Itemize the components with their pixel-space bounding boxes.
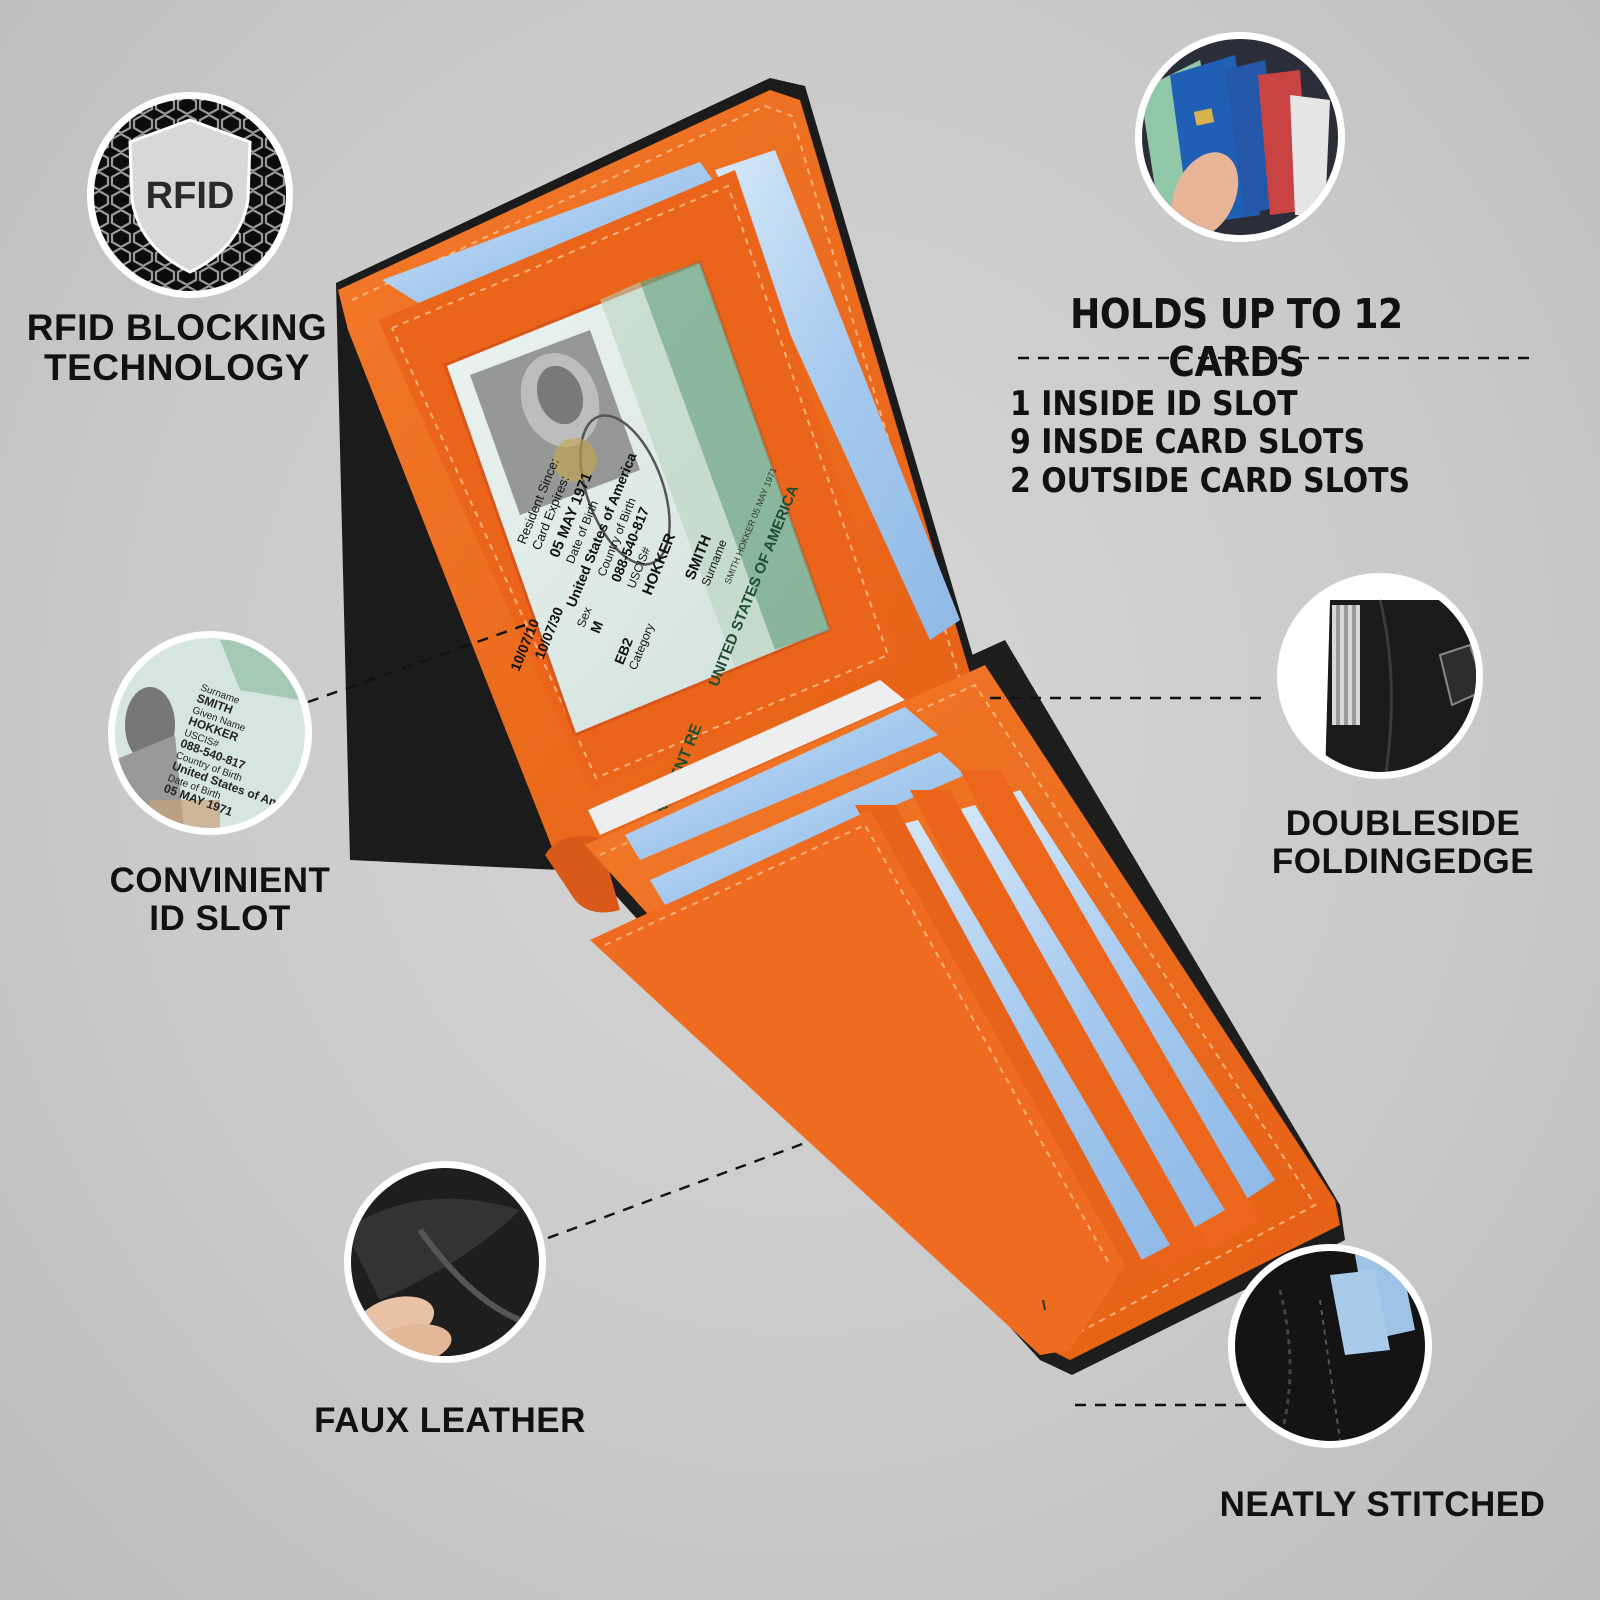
rfid-feature-label: RFID BLOCKING TECHNOLOGY (22, 308, 332, 388)
front-pocket (590, 810, 1125, 1355)
card-slot-pocket-1 (960, 770, 1260, 1250)
rfid-label-line2: TECHNOLOGY (43, 346, 311, 388)
leather-label-text: FAUX LEATHER (314, 1401, 586, 1440)
rfid-badge-text: RFID (146, 175, 235, 217)
wallet: Resident Since: Card Expires: 05 MAY 197… (336, 78, 1345, 1375)
rfid-label-line1: RFID BLOCKING (26, 307, 328, 348)
stitch-label-text: NEATLY STITCHED (1219, 1485, 1546, 1524)
capacity-item: 9 INSDE CARD SLOTS (1010, 422, 1365, 463)
shield-icon (128, 118, 252, 274)
leather-callout-line (547, 1141, 806, 1240)
capacity-list: 1 INSIDE ID SLOT 9 INSDE CARD SLOTS 2 OU… (1010, 384, 1432, 501)
folding-edge-detail-circle (1277, 573, 1483, 779)
leather-detail-circle (344, 1161, 546, 1363)
cards-detail-circle (1135, 32, 1345, 242)
capacity-title: HOLDS UP TO 12 CARDS (1070, 290, 1403, 386)
card-hinge-3 (650, 752, 965, 905)
fold-label-line1: DOUBLESIDE (1285, 804, 1521, 843)
card-hinge-2 (625, 707, 938, 860)
id-slot-label-line1: CONVINIENT (109, 861, 331, 900)
capacity-item: 1 INSIDE ID SLOT (1010, 384, 1298, 424)
callout-lines (307, 356, 1532, 1407)
stitch-detail-circle (1228, 1244, 1432, 1448)
card-upper-back (715, 150, 960, 640)
card-hinge-1 (588, 680, 905, 835)
fold-label-line2: FOLDINGEDGE (1271, 841, 1535, 881)
id-slot-detail-circle: Surname SMITH Given Name HOKKER USCIS# 0… (108, 631, 312, 835)
rfid-detail-circle: RFID (87, 92, 293, 298)
id-slot-feature-label: CONVINIENT ID SLOT (95, 862, 345, 938)
folding-edge-feature-label: DOUBLESIDE FOLDINGEDGE (1258, 805, 1548, 881)
id-sex: M (587, 619, 606, 636)
leather-feature-label: FAUX LEATHER (300, 1402, 600, 1440)
id-slot-label-line2: ID SLOT (149, 898, 291, 938)
capacity-item: 2 OUTSIDE CARD SLOTS (1010, 460, 1411, 501)
card-slot-pocket-2 (910, 790, 1205, 1270)
stitch-feature-label: NEATLY STITCHED (1205, 1486, 1560, 1524)
card-upper-mid (382, 162, 720, 320)
